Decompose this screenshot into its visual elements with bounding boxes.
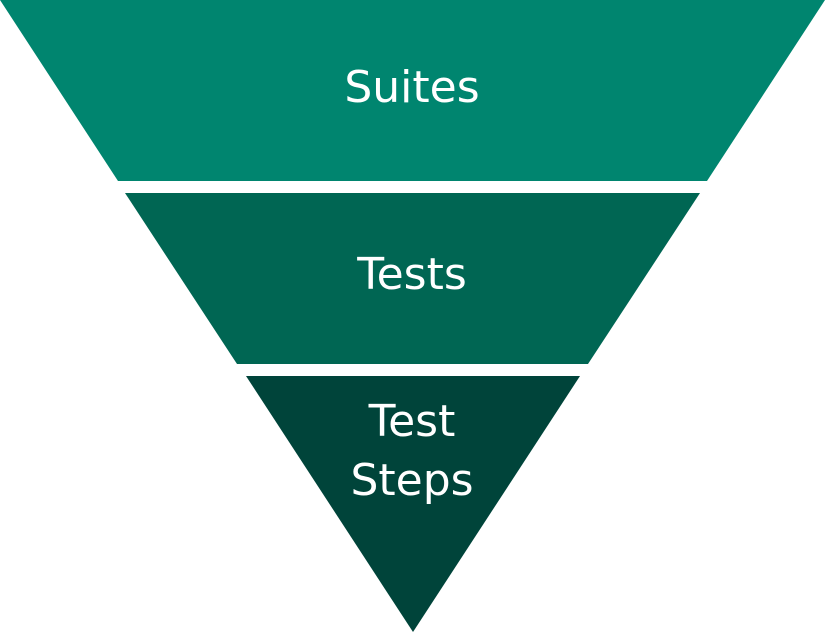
suites-segment xyxy=(0,0,825,181)
tests-label: Tests xyxy=(356,249,467,300)
suites-label: Suites xyxy=(344,62,479,113)
tests-segment xyxy=(125,193,700,364)
test-steps-label-line1: Test xyxy=(368,396,456,447)
pyramid-level-test-steps: Test Steps xyxy=(246,376,580,632)
test-steps-segment xyxy=(246,376,580,632)
test-steps-label-line2: Steps xyxy=(350,455,473,506)
pyramid-level-tests: Tests xyxy=(125,193,700,364)
pyramid-level-suites: Suites xyxy=(0,0,825,181)
